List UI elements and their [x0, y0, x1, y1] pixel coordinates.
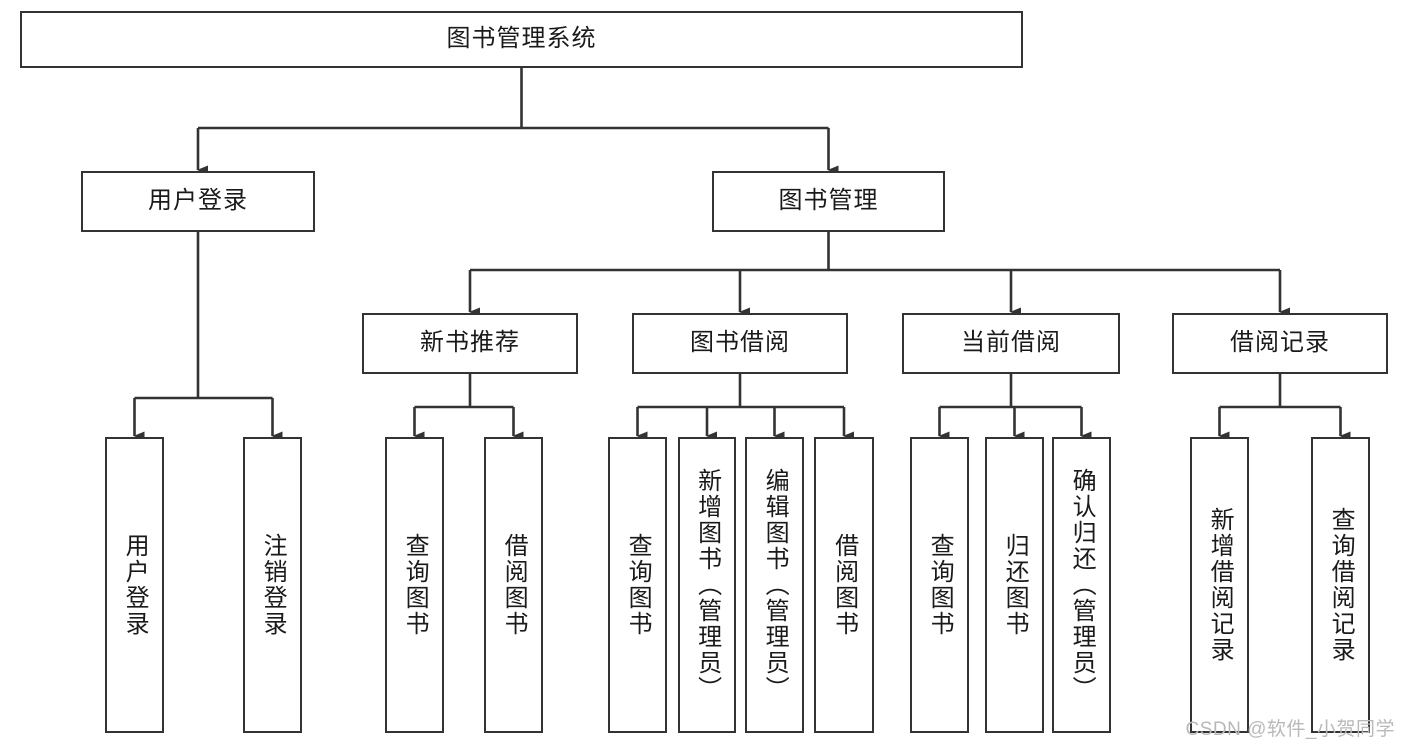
node-label: 查询借阅记录	[1327, 507, 1355, 663]
node-label: 查询图书	[624, 533, 652, 637]
node-label: 用户登录	[148, 187, 248, 215]
leaves-node-归还图书[interactable]: 归还图书	[985, 437, 1044, 733]
level3-node-借阅记录[interactable]: 借阅记录	[1172, 313, 1388, 374]
level3-node-图书借阅[interactable]: 图书借阅	[632, 313, 848, 374]
level3-node-当前借阅[interactable]: 当前借阅	[902, 313, 1120, 374]
root-node-图书管理系统[interactable]: 图书管理系统	[20, 11, 1023, 68]
leaves-node-借阅图书[interactable]: 借阅图书	[814, 437, 874, 733]
node-label: 编辑图书（管理员）	[761, 468, 789, 702]
node-label: 新书推荐	[420, 329, 520, 357]
level3-node-新书推荐[interactable]: 新书推荐	[362, 313, 578, 374]
leaves-node-查询图书[interactable]: 查询图书	[608, 437, 667, 733]
node-label: 确认归还（管理员）	[1068, 468, 1096, 702]
node-label: 借阅图书	[830, 533, 858, 637]
node-label: 借阅图书	[500, 533, 528, 637]
node-label: 查询图书	[926, 533, 954, 637]
leaves-node-查询图书[interactable]: 查询图书	[910, 437, 969, 733]
node-label: 借阅记录	[1230, 329, 1330, 357]
leaves-node-编辑图书管理员[interactable]: 编辑图书（管理员）	[745, 437, 804, 733]
node-label: 注销登录	[259, 533, 287, 637]
node-label: 新增图书（管理员）	[693, 468, 721, 702]
leaves-node-注销登录[interactable]: 注销登录	[243, 437, 302, 733]
leaves-node-确认归还管理员[interactable]: 确认归还（管理员）	[1052, 437, 1111, 733]
node-label: 归还图书	[1001, 533, 1029, 637]
level2-node-图书管理[interactable]: 图书管理	[712, 171, 945, 232]
level2-node-用户登录[interactable]: 用户登录	[81, 171, 315, 232]
leaves-node-用户登录[interactable]: 用户登录	[105, 437, 164, 733]
node-label: 图书管理	[778, 187, 879, 215]
leaves-node-新增图书管理员[interactable]: 新增图书（管理员）	[678, 437, 736, 733]
node-label: 图书管理系统	[446, 25, 597, 53]
node-label: 用户登录	[121, 533, 149, 637]
leaves-node-查询借阅记录[interactable]: 查询借阅记录	[1311, 437, 1370, 733]
leaves-node-新增借阅记录[interactable]: 新增借阅记录	[1190, 437, 1249, 733]
csdn-watermark: CSDN @软件_小贺同学	[1185, 719, 1395, 740]
node-label: 新增借阅记录	[1206, 507, 1234, 663]
leaves-node-查询图书[interactable]: 查询图书	[385, 437, 444, 733]
node-label: 查询图书	[401, 533, 429, 637]
node-label: 当前借阅	[961, 329, 1061, 357]
node-label: 图书借阅	[690, 329, 790, 357]
leaves-node-借阅图书[interactable]: 借阅图书	[484, 437, 543, 733]
